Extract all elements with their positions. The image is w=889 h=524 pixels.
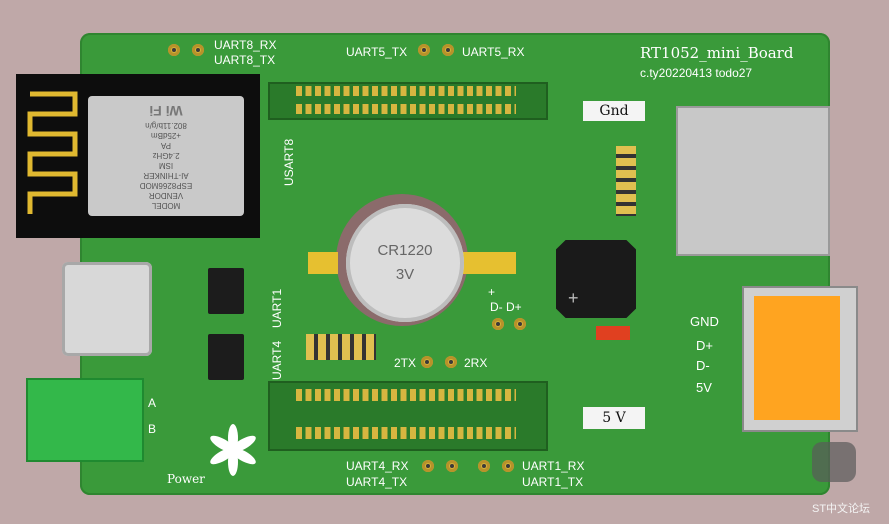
wifi-logo: Wi Fi <box>149 103 183 119</box>
uart5-tx-pad <box>418 44 430 56</box>
dplus-label: D+ <box>696 338 713 353</box>
buzzer-plus-icon: + <box>568 288 579 308</box>
fivev-box-label: 5 V <box>583 407 645 429</box>
buzzer <box>556 240 636 318</box>
dminus-pad <box>492 318 504 330</box>
smd-parts-row <box>306 334 376 360</box>
forum-logo-icon <box>812 442 856 482</box>
sd-card-slot <box>676 106 830 256</box>
dminus-dplus-label: D- D+ <box>490 300 522 314</box>
uart8-tx-pad <box>192 44 204 56</box>
battery-tab-right <box>462 252 516 274</box>
uart1-rx-label: UART1_RX <box>522 459 585 473</box>
uart1-side-label: UART1 <box>270 288 284 328</box>
uart4-side-label: UART4 <box>270 340 284 380</box>
diode <box>596 326 630 340</box>
wifi-line-1: VENDOR <box>148 191 184 200</box>
uart5-tx-label: UART5_TX <box>346 45 408 59</box>
wifi-line-6: PA <box>160 141 172 150</box>
fivev-label: 5V <box>696 380 712 395</box>
uart1-tx-label: UART1_TX <box>522 475 584 489</box>
usb-c-connector <box>62 262 152 356</box>
wifi-line-5: 2.4GHz <box>152 151 180 160</box>
flower-logo-icon <box>210 424 256 476</box>
wifi-line-4: ISM <box>158 161 174 170</box>
uart5-rx-label: UART5_RX <box>462 45 525 59</box>
screw-terminal <box>26 378 144 462</box>
wifi-line-7: +25dBm <box>150 131 182 140</box>
smd-resistor-array <box>616 146 636 216</box>
dplus-pad <box>514 318 526 330</box>
wifi-shield-can: MODEL VENDOR ESP8266MOD AI-THINKER ISM 2… <box>88 96 244 216</box>
uart8-rx-label: UART8_RX <box>214 38 277 52</box>
uart4-rx-pad <box>422 460 434 472</box>
uart1-rx-pad <box>478 460 490 472</box>
gnd-label: GND <box>690 314 719 329</box>
uart5-rx-pad <box>442 44 454 56</box>
board-title: RT1052_mini_Board <box>640 44 794 62</box>
watermark-text: ST中文论坛 <box>812 503 871 515</box>
board-subtitle: c.ty20220413 todo27 <box>640 66 753 80</box>
battery-voltage: 3V <box>395 266 415 283</box>
uart8-rx-pad <box>168 44 180 56</box>
usart8-label: USART8 <box>282 138 296 186</box>
uart8-tx-label: UART8_TX <box>214 53 276 67</box>
terminal-b-label: B <box>148 422 157 436</box>
terminal-a-label: A <box>148 396 157 410</box>
tx2-pad <box>421 356 433 368</box>
rx2-label: 2RX <box>464 356 488 370</box>
wifi-line-8: 802.11b/g/n <box>145 121 187 130</box>
bottom-header-connector <box>268 381 548 451</box>
rx2-pad <box>445 356 457 368</box>
tx2-label: 2TX <box>394 356 417 370</box>
uart4-tx-pad <box>446 460 458 472</box>
top-header-connector <box>268 82 548 120</box>
power-label: Power <box>167 472 205 486</box>
wifi-line-2: ESP8266MOD <box>139 181 193 190</box>
uart4-tx-label: UART4_TX <box>346 475 408 489</box>
dminus-label: D- <box>696 358 710 373</box>
antenna-trace-icon <box>27 91 78 214</box>
wifi-line-0: MODEL <box>151 201 181 210</box>
gnd-box-label: Gnd <box>583 101 645 121</box>
plus-label: + <box>488 285 496 299</box>
uart1-tx-pad <box>502 460 514 472</box>
uart4-rx-label: UART4_RX <box>346 459 409 473</box>
wifi-module: MODEL VENDOR ESP8266MOD AI-THINKER ISM 2… <box>16 74 260 238</box>
coin-battery: CR1220 3V <box>346 204 464 322</box>
usb-a-connector <box>742 286 858 432</box>
chip-u2 <box>208 334 244 380</box>
wifi-line-3: AI-THINKER <box>143 171 189 180</box>
battery-model: CR1220 <box>377 242 433 259</box>
battery-tab-left <box>308 252 338 274</box>
chip-u1 <box>208 268 244 314</box>
